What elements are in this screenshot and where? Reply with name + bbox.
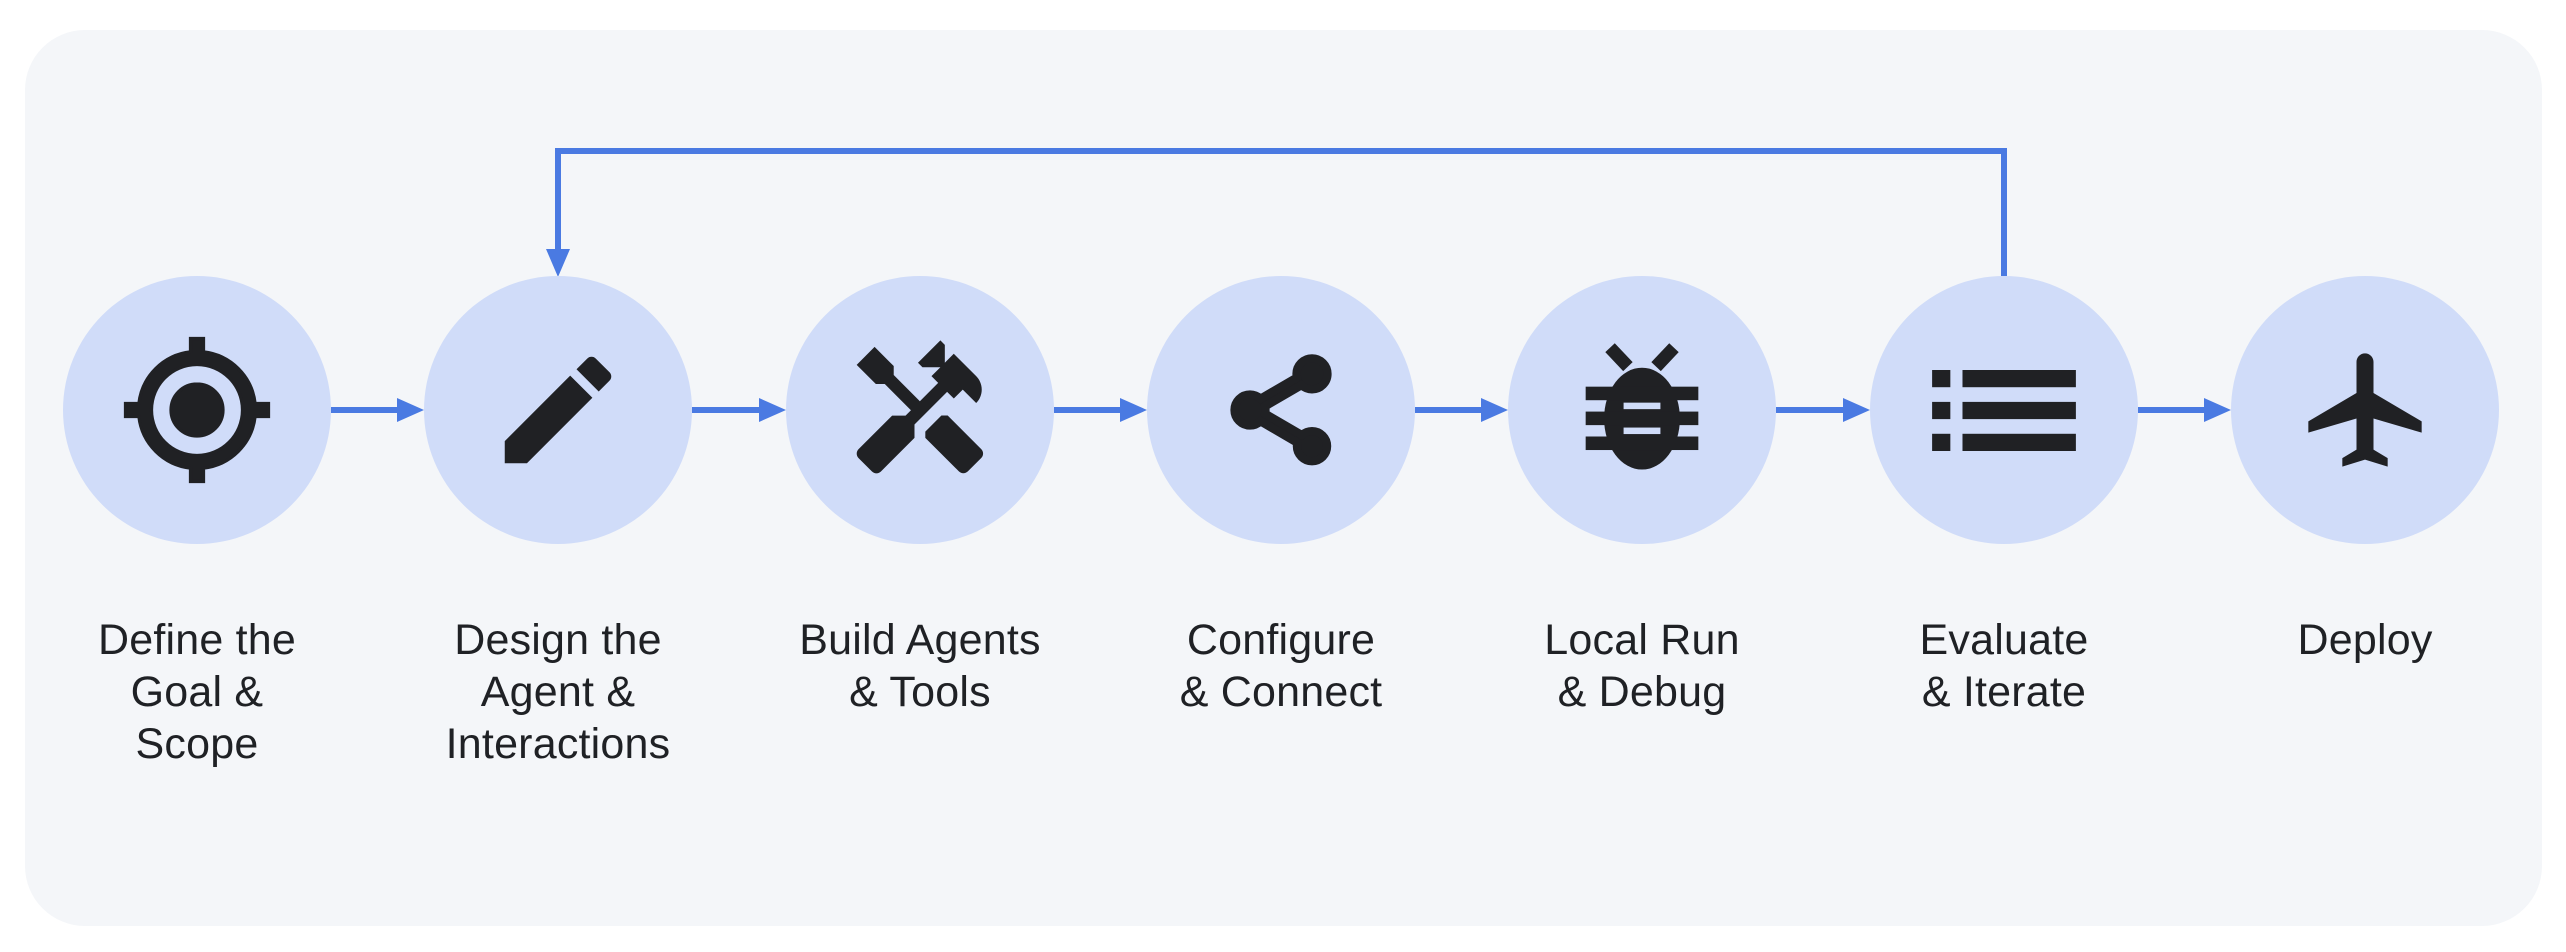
step-circle [786,276,1054,544]
step-label: Define the Goal & Scope [97,616,297,768]
hammer-wrench-icon [856,340,984,474]
step-circle [1508,276,1776,544]
step-circle [1870,276,2138,544]
step-circle [63,276,331,544]
step-circle [2231,276,2499,544]
list-icon [1932,369,2076,451]
step-circle [1147,276,1415,544]
step-circle [424,276,692,544]
step-configure-connect: Configure & Connect [1101,276,1461,718]
step-label: Build Agents & Tools [799,616,1041,716]
share-icon [1230,354,1332,466]
step-label: Configure & Connect [1179,616,1383,716]
step-local-run: Local Run & Debug [1462,276,1822,718]
step-deploy: Deploy [2185,276,2545,666]
bug-icon [1585,342,1699,470]
step-label: Local Run & Debug [1544,616,1740,716]
step-design-agent: Design the Agent & Interactions [378,276,738,770]
step-build-agents: Build Agents & Tools [740,276,1100,718]
step-label: Deploy [2297,616,2433,664]
step-label: Design the Agent & Interactions [445,616,671,768]
step-define-goal: Define the Goal & Scope [17,276,377,770]
target-icon [123,336,271,484]
step-evaluate-iterate: Evaluate & Iterate [1824,276,2184,718]
step-label: Evaluate & Iterate [1919,616,2089,716]
pencil-icon [504,356,612,464]
airplane-icon [2308,353,2422,467]
